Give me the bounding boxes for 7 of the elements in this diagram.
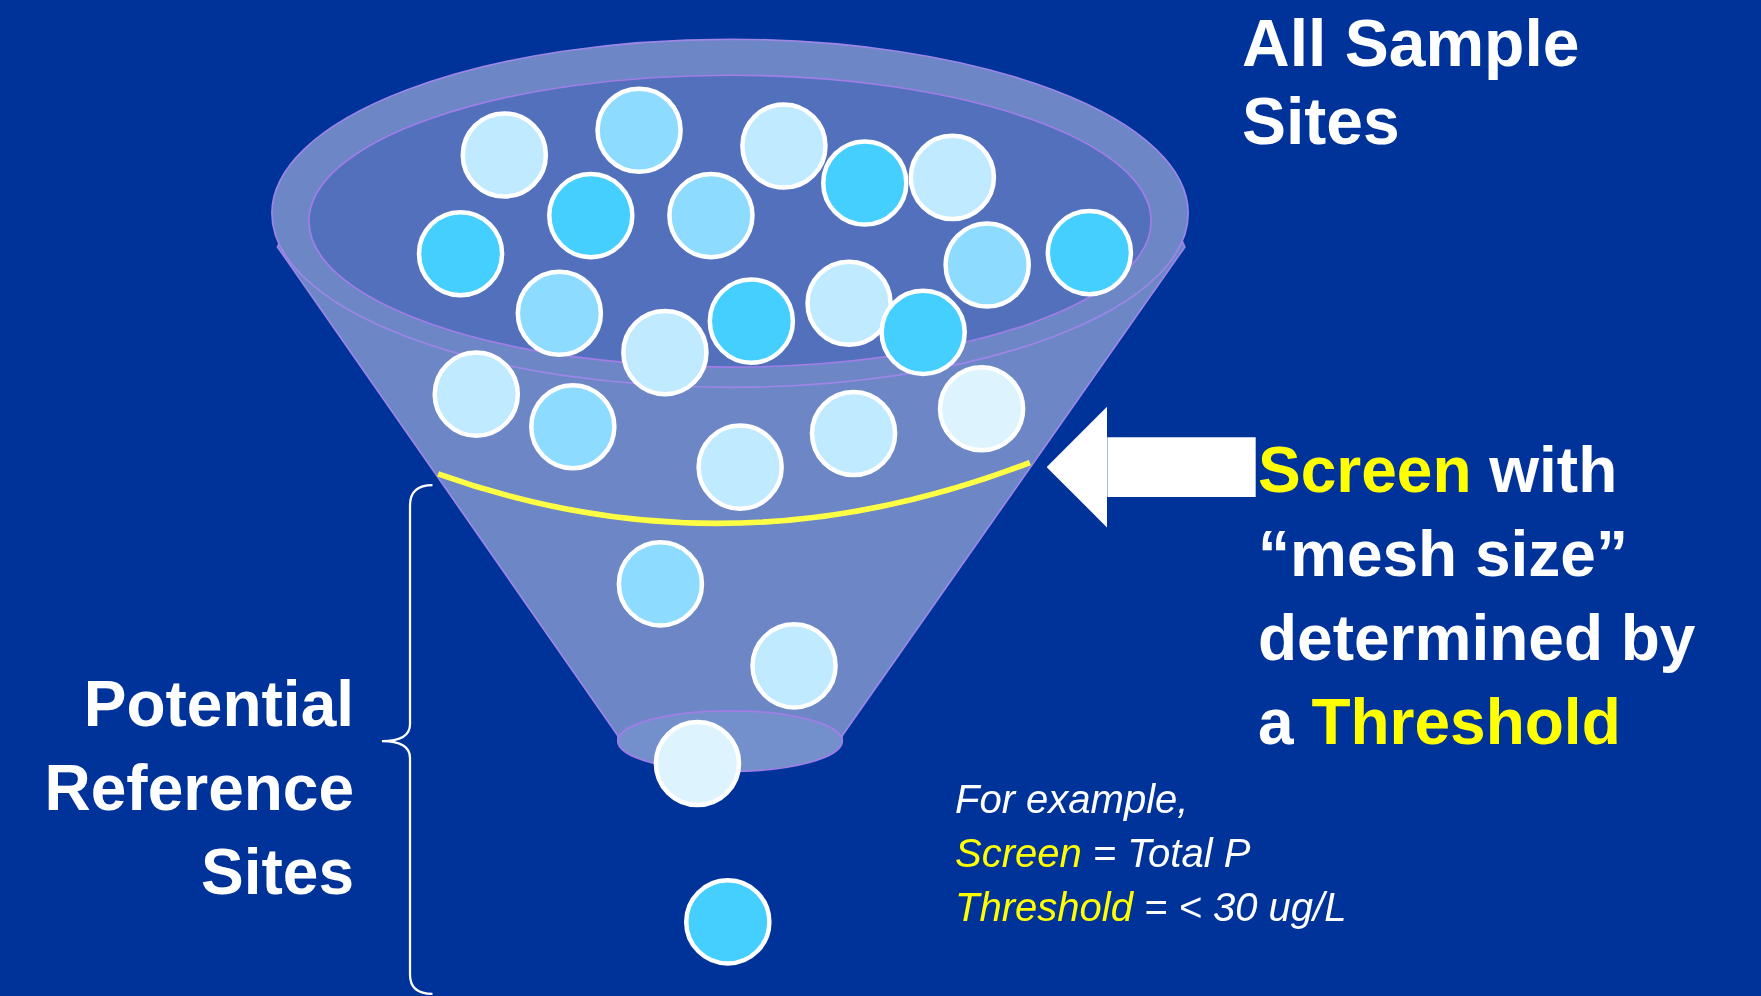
callout-text: Screen with “mesh size” determined by a Threshold [1258, 428, 1738, 764]
title-text: All Sample Sites [1242, 5, 1581, 160]
note-text: For example, [955, 776, 1189, 823]
note-text: Threshold = < 30 ug/L [955, 884, 1347, 931]
block-arrow [1046, 406, 1256, 528]
note-text: Screen = Total P [955, 830, 1251, 877]
group-label: Potential Reference Sites [43, 667, 354, 910]
